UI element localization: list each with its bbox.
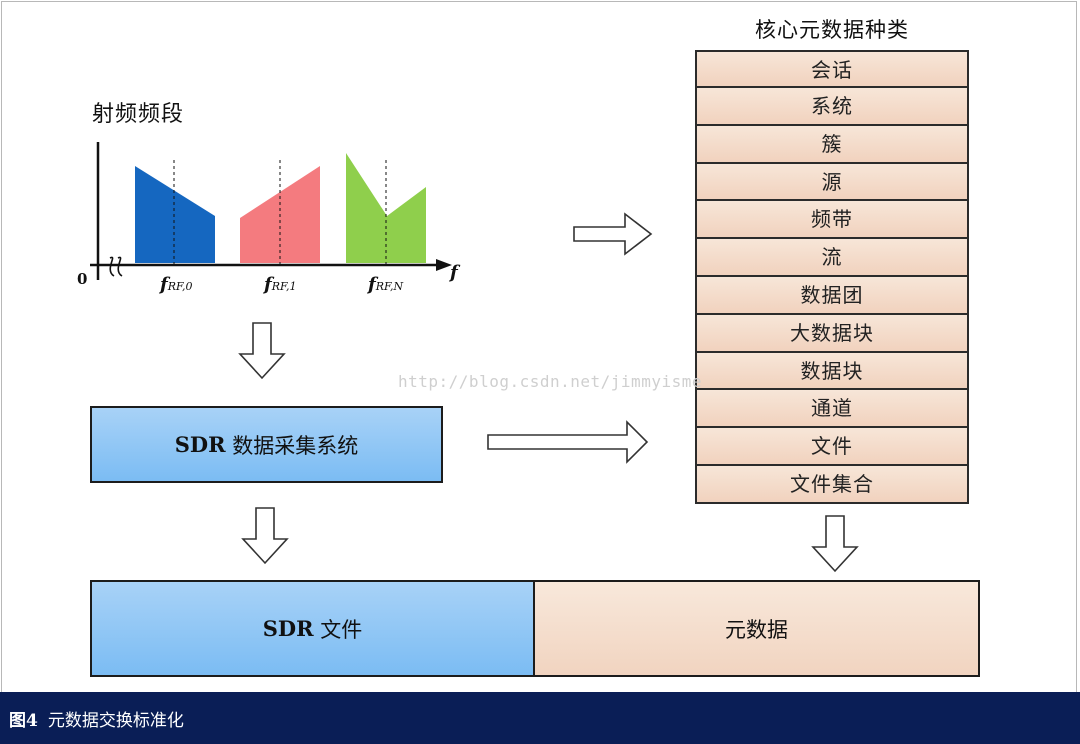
- sdr-system-label: 数据采集系统: [232, 433, 359, 458]
- rf-band-0: [135, 166, 215, 263]
- metadata-type-system: 系统: [695, 88, 969, 126]
- caption-bar: 图4 元数据交换标准化: [0, 692, 1080, 744]
- sdr-file-box: SDR 文件: [90, 580, 535, 677]
- metadata-type-file-set: 文件集合: [695, 465, 969, 504]
- metadata-type-source: 源: [695, 163, 969, 202]
- freq-label-rf0: fRF,0: [160, 274, 193, 295]
- metadata-box-label: 元数据: [725, 617, 788, 642]
- x-axis-arrowhead: [436, 259, 452, 271]
- metadata-type-data-block: 数据块: [695, 352, 969, 391]
- metadata-type-data-group: 数据团: [695, 276, 969, 315]
- metadata-type-large-data-block: 大数据块: [695, 314, 969, 353]
- sdr-acquisition-system-box: SDR 数据采集系统: [90, 406, 443, 483]
- axis-break-mark: [109, 256, 115, 277]
- origin-label: 0: [77, 270, 88, 288]
- metadata-type-band: 频带: [695, 201, 969, 240]
- sdr-file-label: 文件: [320, 617, 363, 642]
- figure-caption: 元数据交换标准化: [47, 710, 184, 731]
- figure-number: 图4: [9, 710, 38, 731]
- frequency-axis-label: f: [450, 262, 458, 283]
- axis-break-mark: [117, 256, 123, 277]
- metadata-types-list: 会话 系统 簇 源 频带 流 数据团 大数据块 数据块 通道 文件 文件集合: [695, 50, 969, 504]
- arrow-down-icon: [241, 507, 289, 565]
- arrow-right-icon: [487, 420, 649, 464]
- metadata-type-channel: 通道: [695, 390, 969, 429]
- rf-band-title: 射频频段: [92, 102, 185, 127]
- arrow-right-icon: [573, 212, 653, 256]
- metadata-box: 元数据: [533, 580, 980, 677]
- sdr-file-prefix: SDR: [262, 616, 314, 641]
- metadata-type-session: 会话: [695, 50, 969, 88]
- freq-label-rf1: fRF,1: [264, 274, 297, 295]
- metadata-type-cluster: 簇: [695, 125, 969, 164]
- watermark: http://blog.csdn.net/jimmyisme: [398, 372, 702, 391]
- freq-label-rfn: fRF,N: [368, 274, 404, 295]
- rf-spectrum-plot: [90, 142, 452, 280]
- arrow-down-icon: [811, 515, 859, 573]
- metadata-types-title: 核心元数据种类: [755, 18, 909, 42]
- rf-band-n: [346, 153, 426, 263]
- metadata-type-file: 文件: [695, 428, 969, 466]
- metadata-type-stream: 流: [695, 239, 969, 277]
- sdr-system-prefix: SDR: [174, 432, 226, 457]
- arrow-down-icon: [238, 322, 286, 380]
